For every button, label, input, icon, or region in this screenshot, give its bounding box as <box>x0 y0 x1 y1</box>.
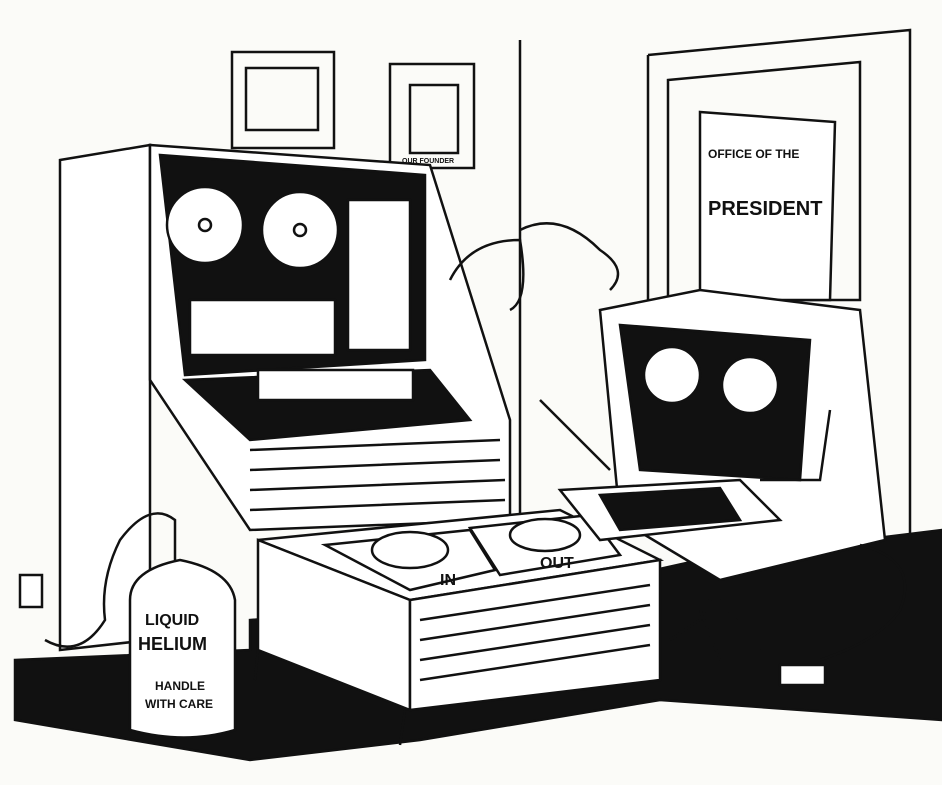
out-tray-label[interactable]: OUT <box>540 555 574 572</box>
wall-frame-1 <box>230 50 336 150</box>
portrait-caption: OUR FOUNDER <box>402 158 454 165</box>
tank-label-line2: HELIUM <box>138 634 207 654</box>
liquid-helium-tank: LIQUID HELIUM HANDLE WITH CARE <box>18 512 237 739</box>
in-tray-label[interactable]: IN <box>440 572 456 589</box>
door-sign-line1: OFFICE OF THE <box>708 147 799 161</box>
door: OFFICE OF THE PRESIDENT <box>646 28 912 540</box>
desk: IN OUT <box>253 508 665 746</box>
wall-frame-portrait: OUR FOUNDER <box>388 62 476 170</box>
tank-label-line1: LIQUID <box>145 612 199 629</box>
tank-label-line4: WITH CARE <box>145 697 213 711</box>
robot-computer <box>448 222 907 687</box>
mainframe-computer <box>58 143 512 652</box>
door-sign-line2: PRESIDENT <box>708 198 822 220</box>
tank-label-line3: HANDLE <box>155 679 205 693</box>
